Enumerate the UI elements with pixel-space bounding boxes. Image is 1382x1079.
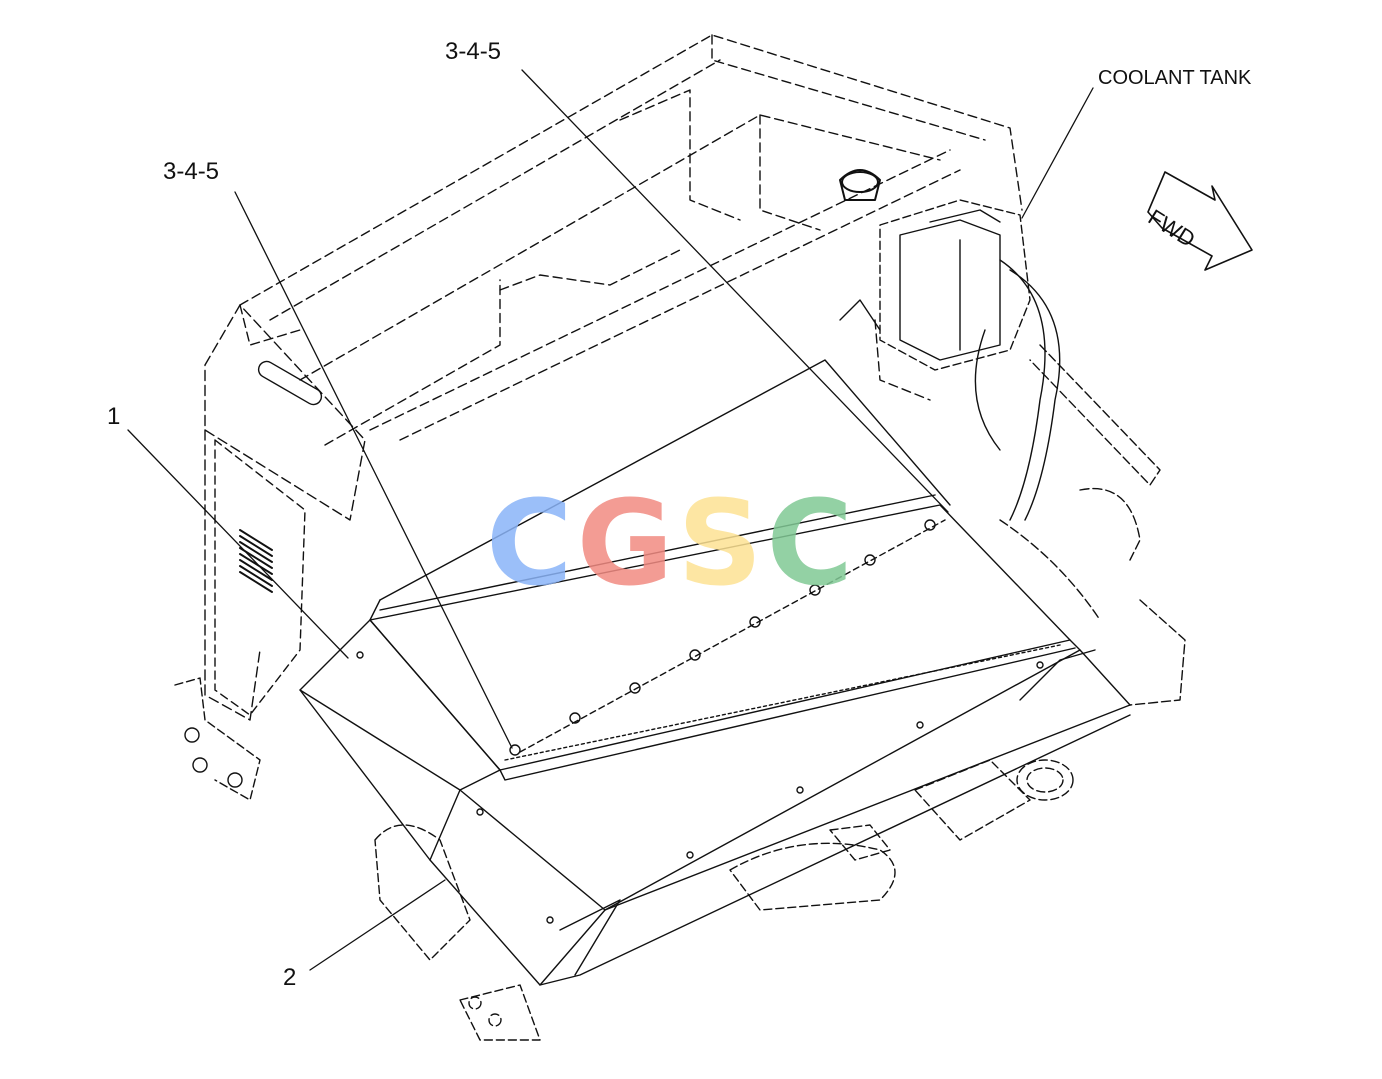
- callout-1: 1: [107, 403, 121, 430]
- coolant-tank-label: COOLANT TANK: [1098, 67, 1252, 89]
- watermark-letter-3: S: [677, 474, 767, 612]
- coolant-tank-drawing: [839, 169, 1061, 521]
- watermark-letter-2: G: [576, 474, 678, 612]
- upper-frame: [239, 34, 1023, 446]
- watermark-letter-1: C: [486, 474, 577, 612]
- lower-components: [374, 759, 1074, 1041]
- callout-3-4-5-left: 3-4-5: [163, 158, 220, 185]
- vent-grille: [239, 529, 273, 593]
- callout-3-4-5-top: 3-4-5: [445, 38, 502, 65]
- fwd-arrow-icon: [1147, 171, 1253, 271]
- lower-shroud: [299, 619, 1131, 986]
- right-frame: [999, 344, 1186, 706]
- watermark-letter-4: C: [766, 474, 858, 612]
- callout-2: 2: [283, 964, 297, 991]
- bolt-row: [356, 519, 1044, 924]
- leader-lines: [127, 69, 1094, 971]
- watermark: CGSC: [486, 484, 857, 602]
- left-side-panel: [174, 304, 366, 801]
